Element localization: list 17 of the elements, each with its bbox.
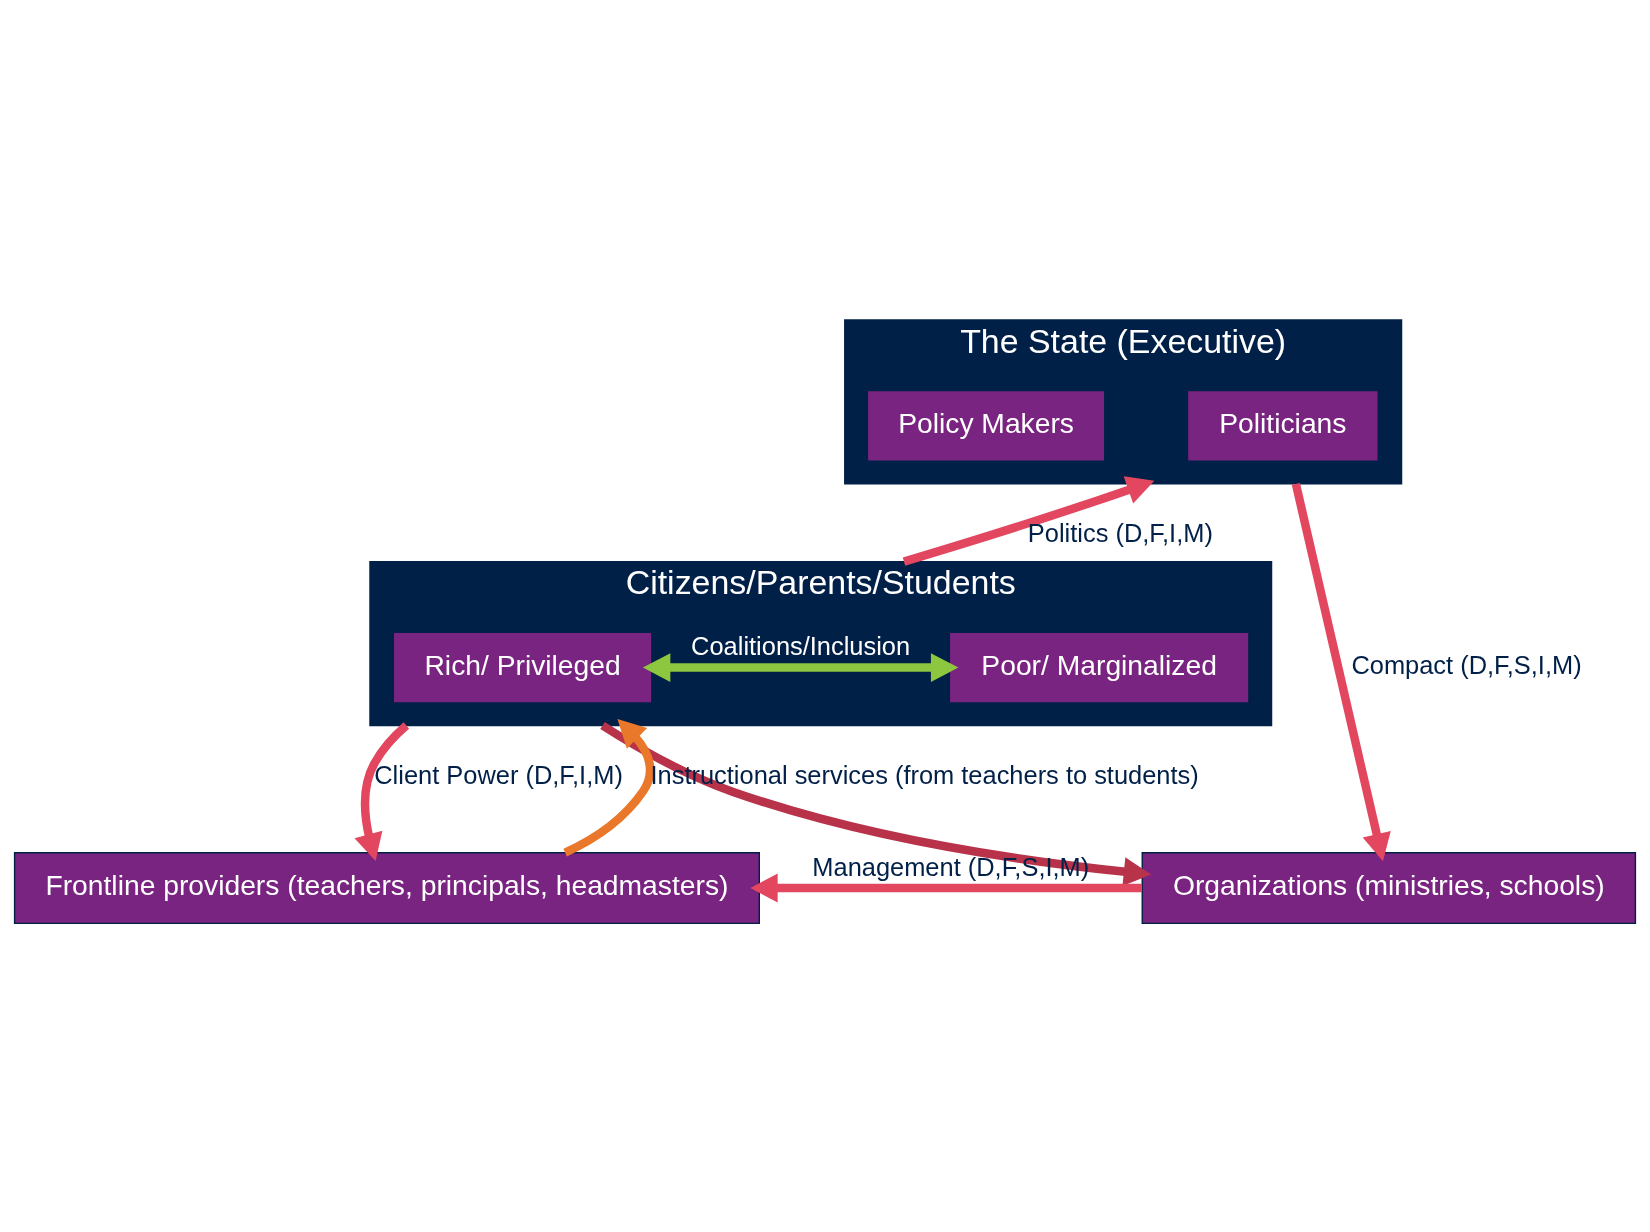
edge-label: Client Power (D,F,I,M) <box>374 761 623 790</box>
edge-label: Coalitions/Inclusion <box>691 632 911 661</box>
edge-label: Politics (D,F,I,M) <box>1027 519 1213 548</box>
arrow <box>354 722 410 861</box>
node-box: Poor/ Marginalized <box>948 631 1250 704</box>
node-box: Organizations (ministries, schools) <box>1141 852 1637 925</box>
arrow <box>1291 482 1391 862</box>
node-box: Politicians <box>1186 389 1379 462</box>
arrow <box>902 476 1155 566</box>
arrow <box>563 719 655 857</box>
node-box: Rich/ Privileged <box>392 631 653 704</box>
arrow <box>600 721 1152 887</box>
arrow <box>642 653 959 682</box>
node-box: Frontline providers (teachers, principals, headmasters) <box>13 852 760 925</box>
node-box: Policy Makers <box>866 389 1106 462</box>
edge-label: Compact (D,F,S,I,M) <box>1351 650 1582 679</box>
arrow <box>750 873 1143 903</box>
